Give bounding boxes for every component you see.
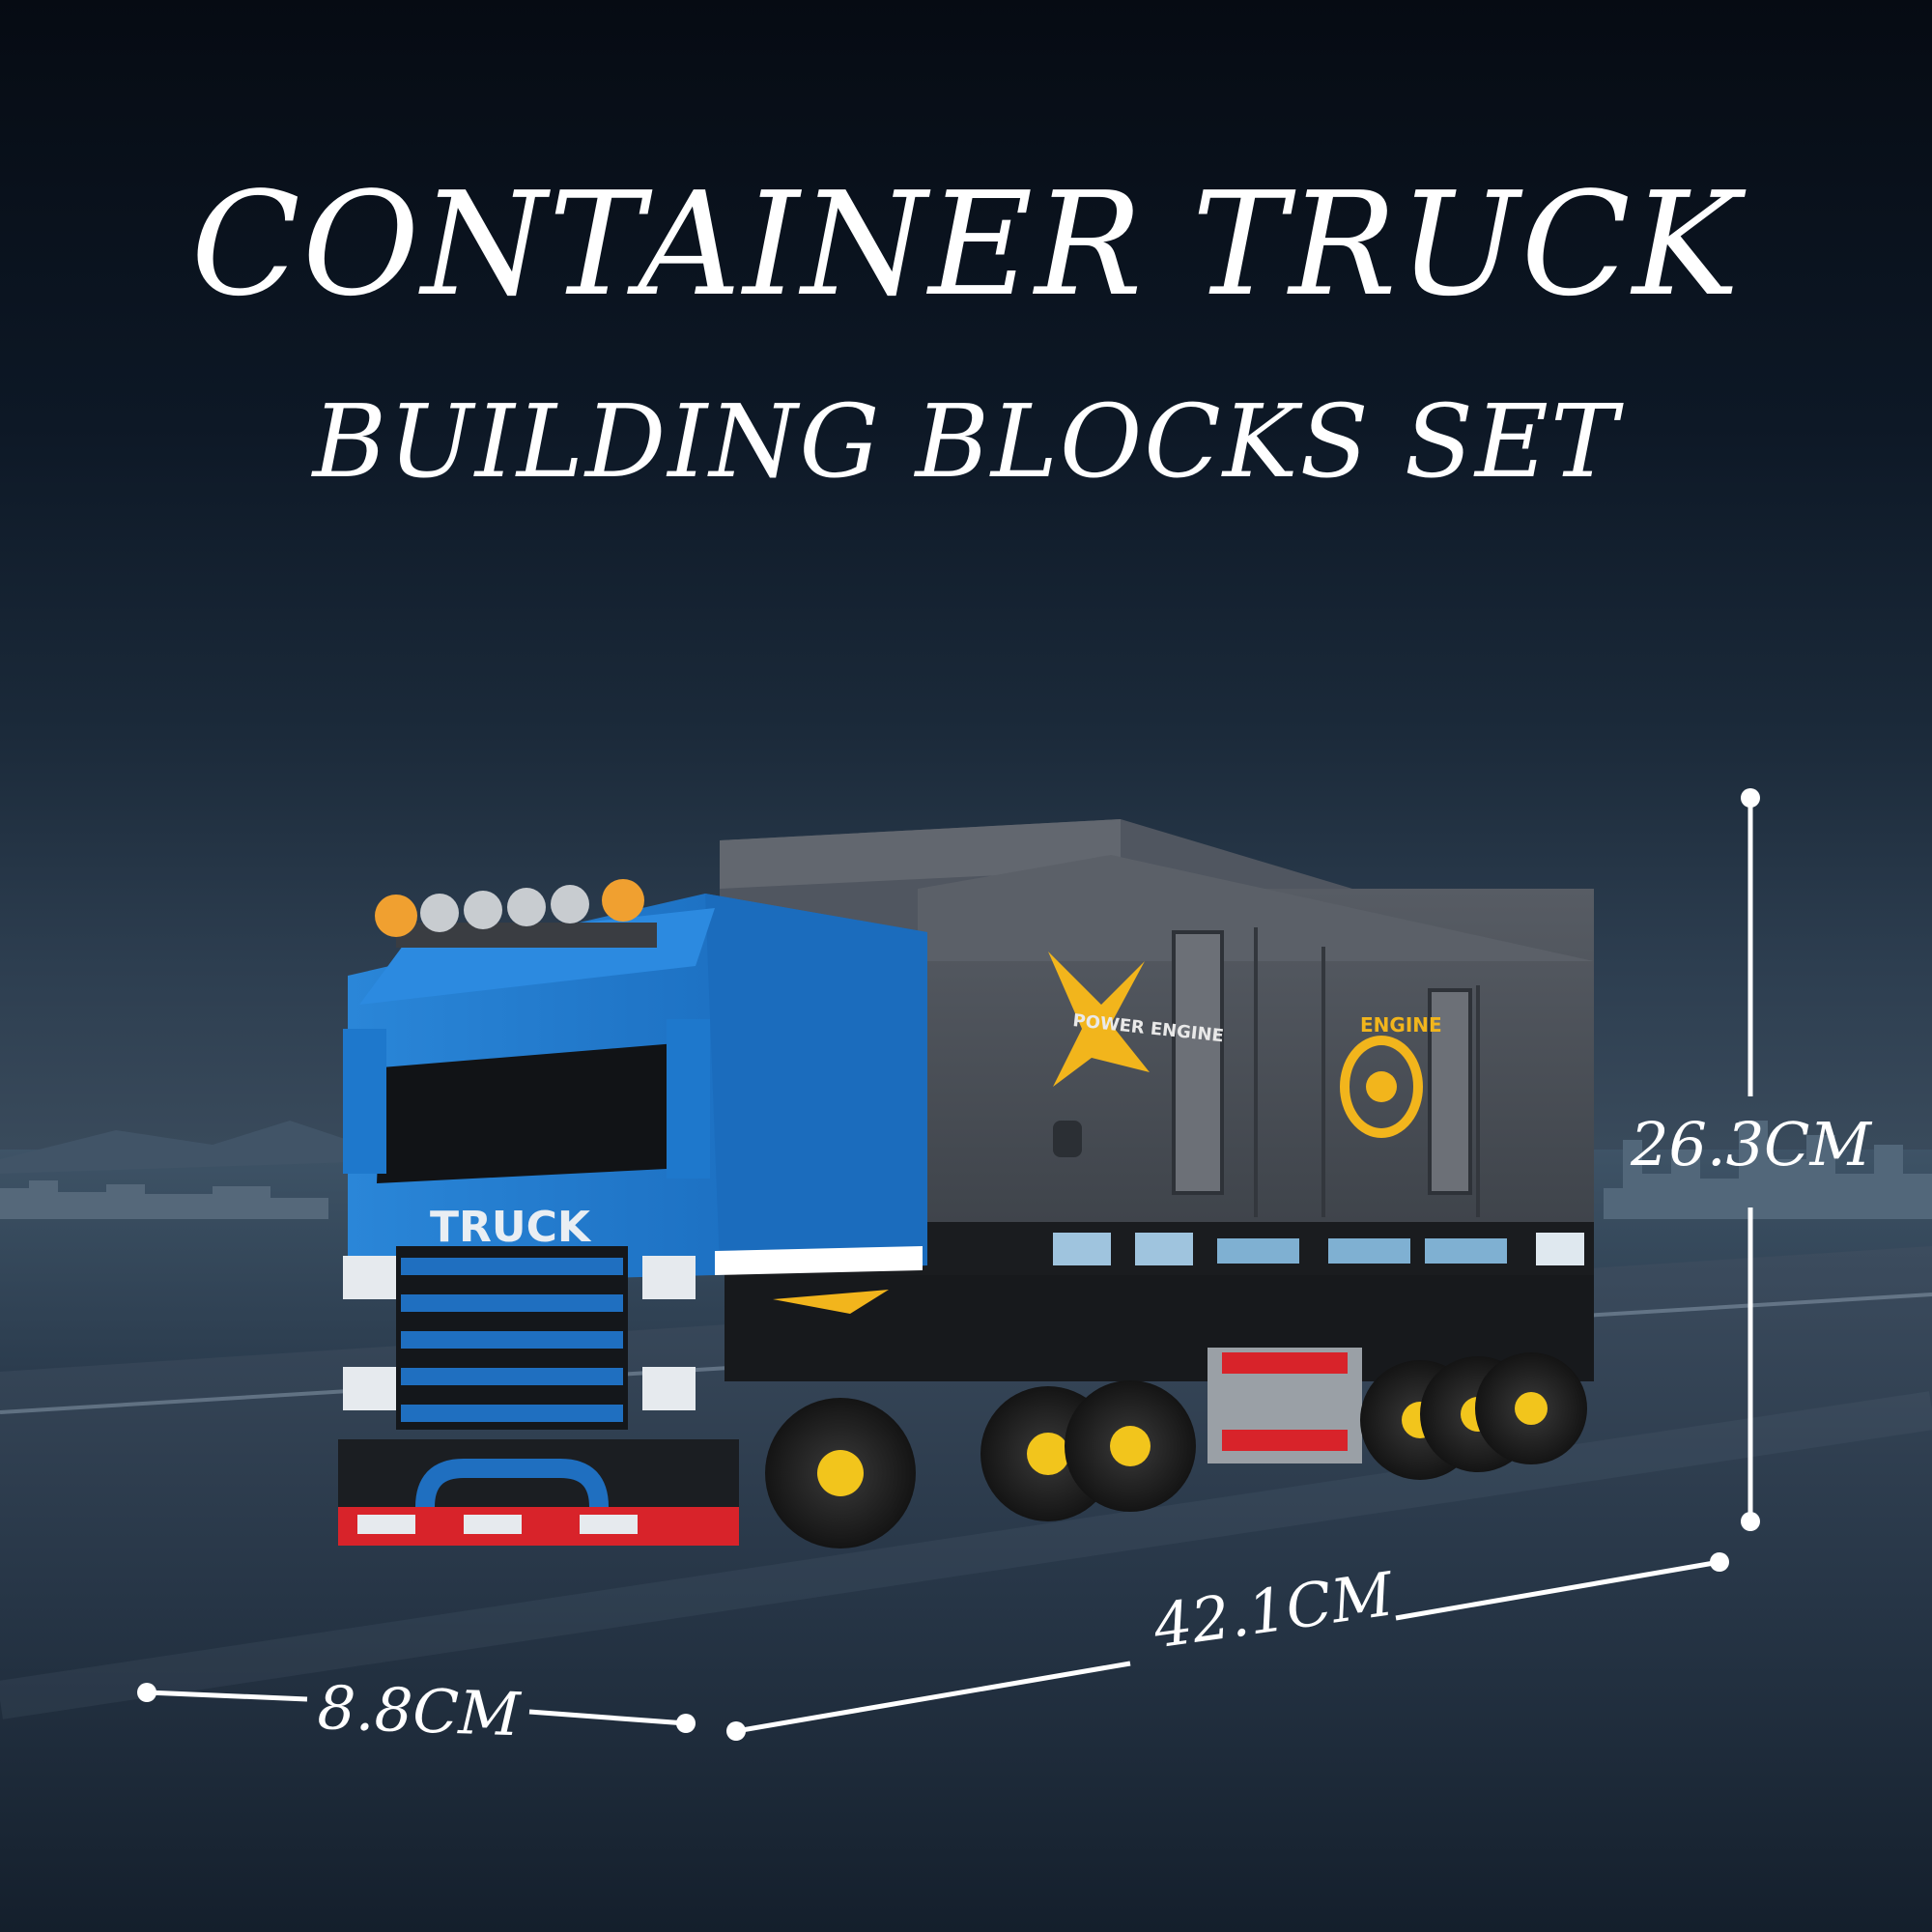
height-dimension-label: 26.3CM [1631,1109,1871,1179]
height-endpoint-top [1741,788,1760,808]
length-line-right [1395,1559,1720,1621]
road-motion-streak [0,1391,1932,1719]
length-line-left [735,1661,1131,1734]
cab: TRUCK [338,879,927,1546]
container-logo-2: ENGINE [1360,1013,1442,1037]
power-engine-emblem [1048,952,1150,1087]
city-skyline-right [1604,1121,1932,1219]
engine-emblem [1340,1036,1423,1138]
dimension-lines [137,788,1760,1741]
width-line-left [146,1690,308,1702]
width-endpoint-right [676,1714,696,1733]
wheels [765,1352,1587,1548]
height-endpoint-bottom [1741,1512,1760,1531]
width-dimension-label: 8.8CM [316,1672,522,1750]
roof-light [375,895,417,937]
length-endpoint-right [1710,1552,1729,1572]
city-skyline-left [0,1180,328,1219]
container-vent [1053,1121,1082,1157]
length-endpoint-left [726,1721,746,1741]
page-title: CONTAINER TRUCK [190,161,1742,327]
width-endpoint-left [137,1683,156,1702]
cab-label: TRUCK [430,1203,592,1252]
width-line-right [528,1709,687,1726]
mountains [0,1121,444,1174]
windshield [377,1043,676,1183]
page-subtitle: BUILDING BLOCKS SET [312,383,1620,500]
container: POWER ENGINE ENGINE [720,819,1594,1275]
